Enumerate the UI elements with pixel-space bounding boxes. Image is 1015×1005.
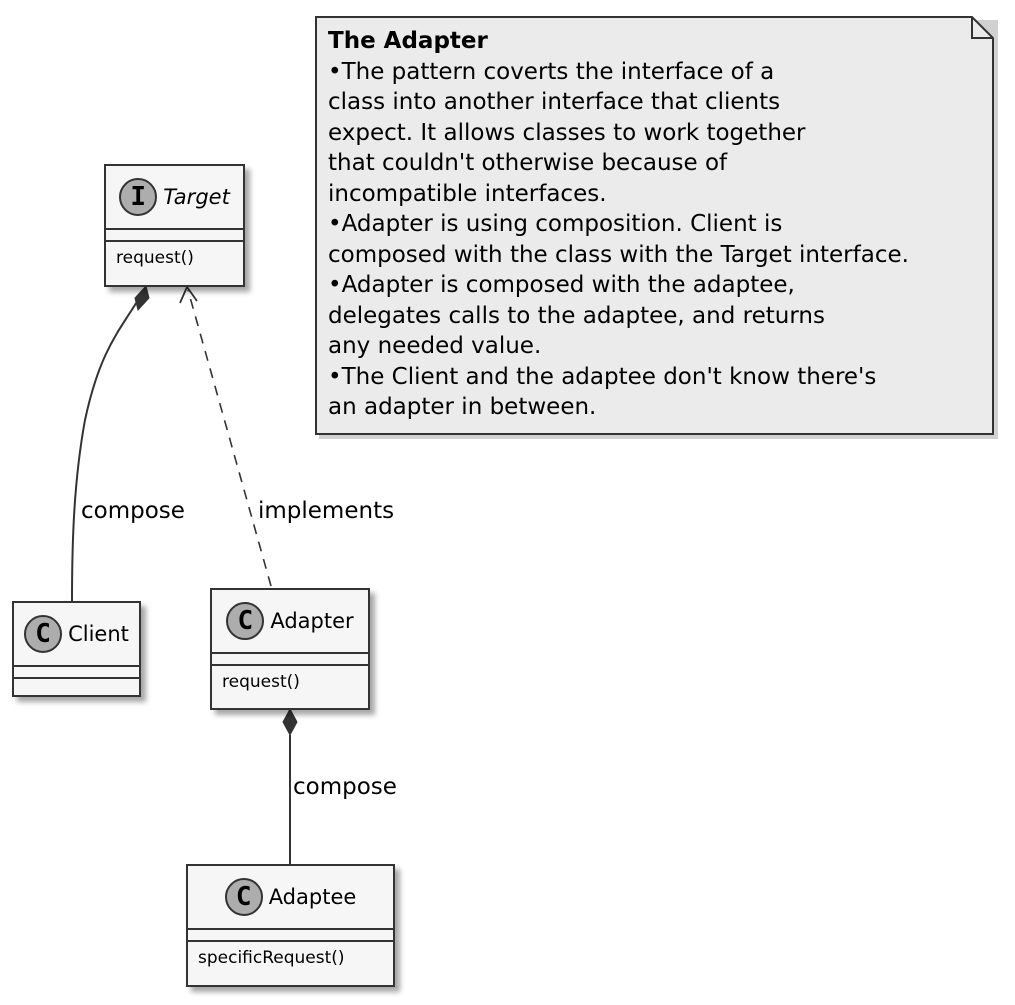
class-stereotype-icon: C xyxy=(226,602,265,640)
note-shape xyxy=(315,16,998,439)
note-line: •The Client and the adaptee don't know t… xyxy=(328,363,877,390)
note-line: that couldn't otherwise because of xyxy=(328,150,728,176)
composition-diamond-icon xyxy=(134,284,150,312)
realization-arrowhead-icon xyxy=(179,285,198,304)
note-line: •Adapter is composed with the adaptee, xyxy=(328,272,795,298)
client-target-composition-line xyxy=(71,299,139,602)
class-name: Adaptee xyxy=(268,885,357,909)
adaptee-adapter-relation-label: compose xyxy=(293,774,397,800)
fields-section xyxy=(106,228,243,240)
method: request() xyxy=(106,240,243,272)
note-line: expect. It allows classes to work togeth… xyxy=(328,119,806,146)
note-line: delegates calls to the adaptee, and retu… xyxy=(328,302,825,329)
class-name: Target xyxy=(163,185,230,209)
fields-section xyxy=(188,928,393,940)
composition-diamond-icon xyxy=(282,707,298,737)
class-header: C Adapter xyxy=(212,590,368,652)
class-header: C Client xyxy=(14,603,139,665)
adaptee-class-box[interactable]: C Adaptee specificRequest() xyxy=(186,864,395,987)
client-target-relation-label: compose xyxy=(81,498,185,524)
class-name: Client xyxy=(68,622,129,646)
class-name: Adapter xyxy=(270,609,354,633)
note-line: any needed value. xyxy=(328,333,542,359)
adapter-target-realization-line xyxy=(187,289,272,587)
note-title: The Adapter xyxy=(328,28,488,54)
class-stereotype-icon: C xyxy=(24,615,63,653)
adapter-class-box[interactable]: C Adapter request() xyxy=(210,588,370,710)
note-line: •The pattern coverts the interface of a xyxy=(328,58,775,85)
adapter-pattern-note: The Adapter •The pattern coverts the int… xyxy=(315,16,998,439)
note-line: incompatible interfaces. xyxy=(328,180,607,207)
interface-stereotype-icon: I xyxy=(119,178,158,216)
fields-section xyxy=(14,665,139,677)
fields-section xyxy=(212,652,368,664)
note-line: an adapter in between. xyxy=(328,394,597,420)
class-header: C Adaptee xyxy=(188,866,393,928)
methods-section xyxy=(14,677,139,689)
note-line: composed with the class with the Target … xyxy=(328,241,909,268)
note-text: The Adapter •The pattern coverts the int… xyxy=(328,26,909,423)
adapter-target-relation-label: implements xyxy=(258,498,395,524)
method: request() xyxy=(212,664,368,696)
class-header: I Target xyxy=(106,166,243,228)
client-class-box[interactable]: C Client xyxy=(12,601,141,697)
note-line: •Adapter is using composition. Client is xyxy=(328,211,783,237)
class-stereotype-icon: C xyxy=(224,878,263,916)
note-line: class into another interface that client… xyxy=(328,89,781,115)
target-interface-box[interactable]: I Target request() xyxy=(104,164,245,287)
method: specificRequest() xyxy=(188,940,393,972)
